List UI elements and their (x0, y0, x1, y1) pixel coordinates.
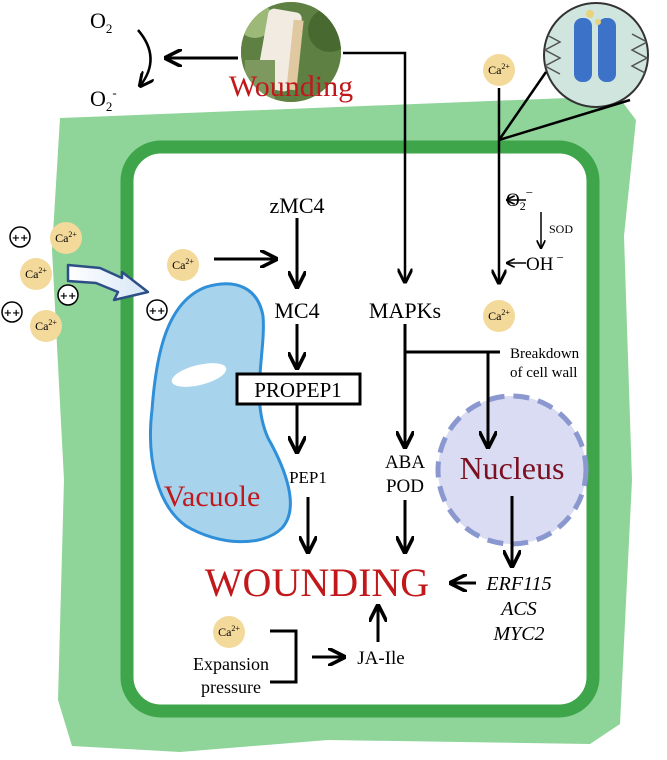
wounding-to-mapks-arrow (343, 51, 405, 282)
svg-text:++: ++ (12, 233, 29, 244)
vacuole-label: Vacuole (164, 480, 261, 513)
mapks-label: MAPKs (369, 298, 441, 323)
acs-label: ACS (499, 598, 537, 620)
calcium-ion-outside-3: Ca2+ (30, 310, 62, 342)
svg-text:++: ++ (4, 308, 21, 319)
calcium-channel-inset (543, 2, 649, 108)
hydroxyl-label: OH− (526, 250, 564, 275)
calcium-ion-jasmonate: Ca2+ (213, 616, 245, 648)
ion-influx-arrow (66, 263, 150, 302)
nucleus (435, 393, 589, 547)
cation-symbol-1: ++ (9, 226, 31, 248)
svg-text:O2: O2 (90, 8, 112, 36)
calcium-ion-extracellular: Ca2+ (483, 54, 515, 86)
wounding-outcome-label: WOUNDING (205, 560, 429, 605)
myc2-label: MYC2 (492, 623, 544, 645)
inset-pointer-line-1 (497, 71, 548, 141)
svg-text:Ca2+: Ca2+ (218, 624, 240, 639)
calcium-ion-outside-2: Ca2+ (20, 258, 52, 290)
o2-conversion-arrow (138, 29, 151, 86)
inset-pointer-line-2 (498, 98, 631, 142)
leaf-wound-photo (241, 2, 341, 102)
svg-text:Ca2+: Ca2+ (55, 230, 77, 245)
cation-symbol-4: ++ (146, 299, 168, 321)
aba-label: ABA (385, 452, 425, 473)
svg-text:Ca2+: Ca2+ (35, 318, 57, 333)
ja-bracket (270, 629, 298, 684)
superoxide-label: O2- (90, 85, 117, 114)
calcium-ion-cytosol-right: Ca2+ (483, 300, 515, 332)
mc4-label: MC4 (274, 298, 319, 323)
cation-symbol-3: ++ (1, 301, 23, 323)
zmc4-label: zMC4 (270, 193, 325, 218)
calcium-ion-outside-1: Ca2+ (50, 222, 82, 254)
breakdown-label: Breakdown (510, 346, 580, 362)
breakdown-label-line2: of cell wall (510, 365, 577, 381)
calcium-ion-cytosol-left: Ca2+ (167, 249, 199, 281)
svg-text:++: ++ (60, 291, 77, 302)
svg-text:Ca2+: Ca2+ (488, 62, 510, 77)
vacuole-highlight (171, 363, 227, 387)
pep1-label: PEP1 (289, 468, 327, 487)
svg-text:Ca2+: Ca2+ (488, 308, 510, 323)
propep1-label: PROPEP1 (254, 378, 342, 402)
wounding-trigger-label: Wounding (229, 70, 353, 103)
expansion-pressure-label-line2: pressure (201, 677, 261, 697)
expansion-pressure-label: Expansion (193, 654, 269, 674)
sod-label: SOD (549, 222, 573, 236)
cation-symbol-2: ++ (57, 284, 79, 306)
svg-text:O2-: O2- (90, 85, 117, 114)
ja-ile-label: JA-Ile (357, 648, 404, 669)
svg-text:Ca2+: Ca2+ (172, 257, 194, 272)
svg-text:++: ++ (149, 306, 166, 317)
o2-label: O2 (90, 8, 112, 36)
erf115-label: ERF115 (485, 573, 551, 595)
vacuole (148, 282, 292, 544)
nucleus-label: Nucleus (460, 450, 565, 486)
pod-label: POD (386, 476, 424, 497)
svg-text:Ca2+: Ca2+ (25, 266, 47, 281)
